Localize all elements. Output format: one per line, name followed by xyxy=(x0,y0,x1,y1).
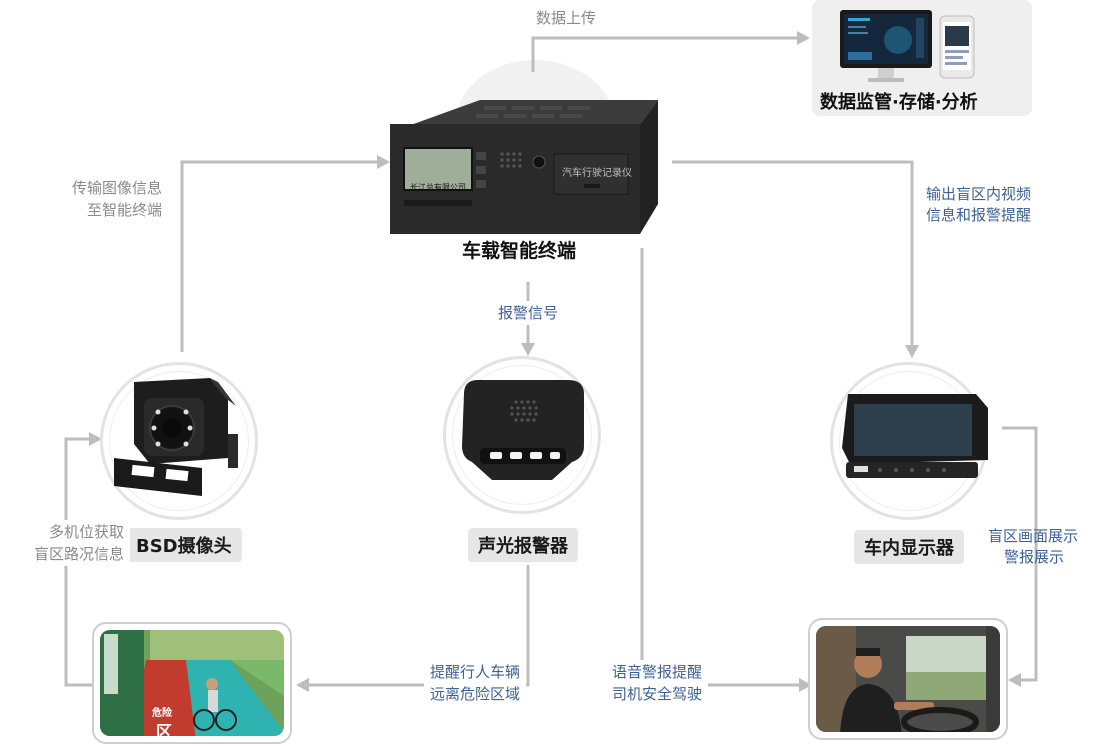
label-multicam-2: 盲区路况信息 xyxy=(0,542,130,566)
arrowhead-driver xyxy=(799,678,812,692)
platform-title: 数据监管·存储·分析 xyxy=(820,92,978,113)
recorder-brand: 汽车行驶记录仪 xyxy=(562,168,632,179)
arrow-alarm-to-street xyxy=(308,565,530,687)
arrow-upload xyxy=(531,36,800,72)
label-output-2: 信息和报警提醒 xyxy=(926,206,1032,224)
label-multicam-1: 多机位获取 xyxy=(0,520,130,544)
label-upload: 数据上传 xyxy=(536,9,597,27)
street-scene-image xyxy=(100,630,284,736)
driver-scene-card xyxy=(808,618,1008,740)
arrowhead-monitor xyxy=(905,345,919,358)
arrow-monitor-to-driver xyxy=(1002,426,1038,682)
label-image-2: 至智能终端 xyxy=(86,201,162,219)
arrowhead-terminal xyxy=(377,155,390,169)
street-scene-card: 危险 区 xyxy=(92,622,292,744)
label-voice-1: 语音警报提醒 xyxy=(606,660,709,684)
road-sign-danger: 危险 xyxy=(152,708,172,719)
label-display-1: 盲区画面展示 xyxy=(988,527,1079,545)
label-remind-1: 提醒行人车辆 xyxy=(424,660,527,684)
label-remind-2: 远离危险区域 xyxy=(424,682,527,706)
label-output-1: 输出盲区内视频 xyxy=(926,185,1032,203)
arrowhead-alarm xyxy=(521,343,535,356)
label-display-2: 警报展示 xyxy=(1004,548,1065,566)
arrowhead-driver-right xyxy=(1008,673,1021,687)
camera-icon xyxy=(114,378,238,496)
label-image-1: 传输图像信息 xyxy=(71,179,162,197)
label-alarm-signal: 报警信号 xyxy=(484,301,572,325)
monitor-icon xyxy=(842,394,988,478)
arrowhead-street xyxy=(296,678,309,692)
arrow-camera-to-terminal xyxy=(180,160,378,352)
road-sign-zone: 区 xyxy=(156,722,173,736)
monitor-caption: 车内显示器 xyxy=(854,530,964,564)
label-voice-2: 司机安全驾驶 xyxy=(606,682,709,706)
camera-caption: BSD摄像头 xyxy=(126,528,242,562)
arrow-terminal-to-monitor xyxy=(672,160,914,348)
driver-scene-image xyxy=(816,626,1000,732)
terminal-screen-text: 长江总有限公司 xyxy=(410,183,466,192)
arrowhead-upload xyxy=(797,31,810,45)
computer-icon xyxy=(840,10,975,82)
arrowhead-multicam xyxy=(89,432,102,446)
alarm-icon xyxy=(462,380,584,480)
terminal-title: 车载智能终端 xyxy=(462,240,577,262)
alarm-caption: 声光报警器 xyxy=(468,528,578,562)
terminal-device xyxy=(390,100,658,234)
arrow-voice xyxy=(640,248,802,687)
